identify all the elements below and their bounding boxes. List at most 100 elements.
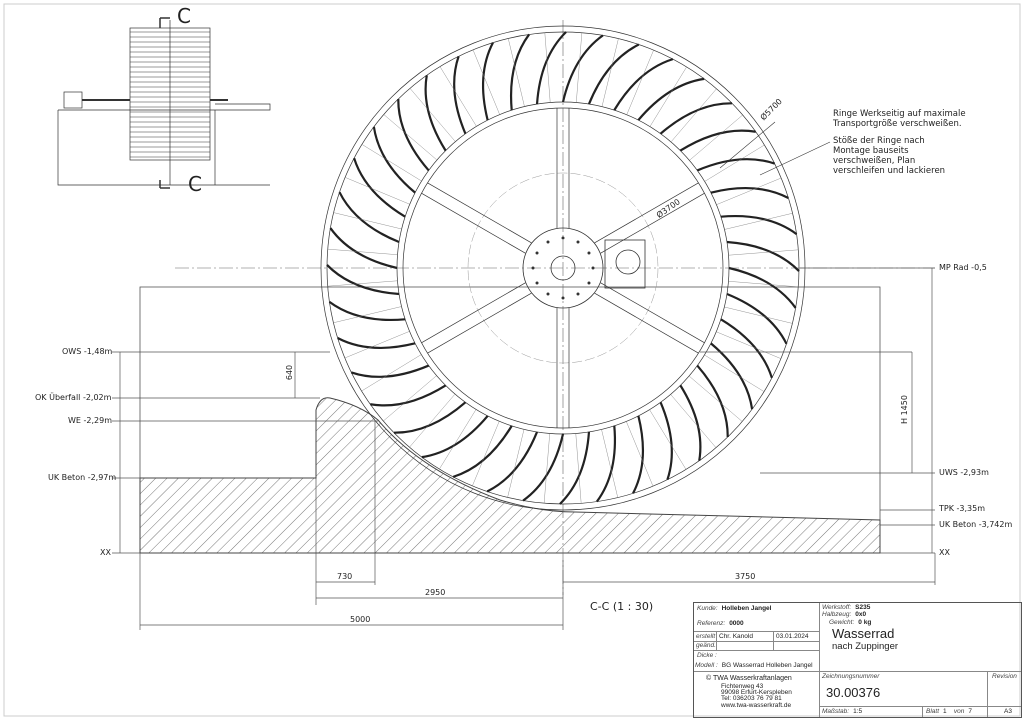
bucket-blade xyxy=(587,43,640,105)
spoke xyxy=(594,182,699,244)
drawing-number: 30.00376 xyxy=(826,685,881,700)
company-phone: Tel: 036203 76 79 81 xyxy=(721,695,782,702)
halbzeug-value: 0x0 xyxy=(855,611,867,618)
bucket-blade xyxy=(351,364,430,378)
blade-rib xyxy=(649,409,687,470)
blade-rib xyxy=(439,409,477,470)
blade-rib xyxy=(543,433,550,504)
dim-730: 730 xyxy=(337,572,353,581)
side-view xyxy=(57,17,271,189)
bucket-blade xyxy=(370,384,447,407)
bucket-blade xyxy=(696,158,775,172)
company-street: Fichtenweg 43 xyxy=(721,683,764,690)
blade-rib xyxy=(409,88,456,142)
bucket-blade xyxy=(397,98,430,172)
bucket-blade xyxy=(535,31,567,105)
blade-rib xyxy=(508,38,525,107)
halbzeug-label: Halbzeug: xyxy=(822,611,852,618)
blade-rib xyxy=(724,213,793,230)
level-lines-right xyxy=(700,267,935,554)
company-website: www.twa-wasserkraft.de xyxy=(721,702,792,709)
bucket-blade xyxy=(486,431,539,493)
bucket-blade xyxy=(710,186,789,199)
level-we: WE -2,29m xyxy=(68,416,112,425)
bucket-blade xyxy=(632,415,645,494)
revision-label: Revision xyxy=(992,673,1017,680)
blade-rib xyxy=(344,331,410,359)
blade-rib xyxy=(333,306,402,323)
bucket-blade xyxy=(637,77,705,121)
bucket-blade xyxy=(338,191,400,244)
bucket-blade xyxy=(726,292,788,345)
blade-rib xyxy=(327,280,398,287)
note-rings-welding: Ringe Werkseitig auf maximale Transportg… xyxy=(833,109,966,129)
bucket-blade xyxy=(679,129,756,152)
water-wheel xyxy=(320,25,806,511)
drawing-subtitle: nach Zuppinger xyxy=(832,641,899,652)
bolt-hole xyxy=(546,292,550,296)
level-xx-left: XX xyxy=(100,548,111,557)
spoke xyxy=(427,292,532,354)
bolt-hole xyxy=(576,240,580,244)
erstellt-date: 03.01.2024 xyxy=(776,633,809,640)
scale-label: Maßstab: xyxy=(822,708,850,715)
bucket-blade xyxy=(710,342,754,410)
blade-rib xyxy=(724,306,793,324)
blade-rib xyxy=(327,248,398,255)
blade-rib xyxy=(728,249,799,256)
drawing-title: Wasserrad xyxy=(832,626,895,641)
note-ring-joints: Stöße der Ringe nach Montage bauseits ve… xyxy=(833,136,946,176)
bucket-blade xyxy=(561,34,604,103)
blade-rib xyxy=(472,49,500,115)
bolt-hole xyxy=(591,266,595,270)
bucket-blade xyxy=(372,126,416,194)
bucket-blade xyxy=(421,415,489,459)
company-name: © TWA Wasserkraftanlagen xyxy=(706,675,792,682)
gewicht-label: Gewicht: xyxy=(829,619,855,626)
blade-rib xyxy=(626,50,654,115)
blade-rib xyxy=(601,429,618,498)
spoke xyxy=(600,192,705,254)
kunde-label: Kunde: xyxy=(697,605,718,612)
level-tpk: TPK -3,35m xyxy=(939,504,985,513)
bucket-blade xyxy=(424,75,447,152)
referenz-value: 0000 xyxy=(729,620,744,627)
dim-2950: 2950 xyxy=(425,588,446,597)
blade-rib xyxy=(626,421,654,487)
bucket-blade xyxy=(720,215,798,235)
werkstoff-label: Werkstoff: xyxy=(822,604,852,611)
gearbox xyxy=(604,239,646,289)
blade-rib xyxy=(575,433,582,504)
blade-rib xyxy=(439,66,477,127)
bucket-blade xyxy=(510,33,530,111)
bucket-blade xyxy=(726,240,800,272)
bolt-hole xyxy=(587,251,591,255)
blade-rib xyxy=(361,354,422,392)
werkstoff-value: S235 xyxy=(855,604,871,611)
kunde-value: Holleben Jangel xyxy=(721,605,772,612)
level-xx-right: XX xyxy=(939,548,950,557)
level-uk-beton-left: UK Beton -2,97m xyxy=(48,473,117,482)
company-city: 99098 Erfurt-Kerspleben xyxy=(721,689,792,696)
bolt-hole xyxy=(546,240,550,244)
blade-rib xyxy=(670,394,717,448)
spoke xyxy=(421,192,526,254)
title-block: Kunde:Holleben Jangel Referenz:0000 erst… xyxy=(693,602,1022,718)
drawing-number-label: Zeichnungsnummer xyxy=(822,673,880,680)
bucket-blade xyxy=(326,264,400,296)
spoke xyxy=(600,282,705,344)
blade-rib xyxy=(688,375,743,422)
level-uk-beton-right: UK Beton -3,742m xyxy=(939,520,1013,529)
blade-rib xyxy=(361,144,422,182)
blade-rib xyxy=(704,354,765,392)
blade-rib xyxy=(728,281,799,288)
blade-rib xyxy=(333,212,402,230)
blade-rib xyxy=(601,38,619,107)
bucket-blade xyxy=(353,157,406,218)
blade-rib xyxy=(649,66,687,127)
gearbox-flange xyxy=(615,249,641,275)
level-uws: UWS -2,93m xyxy=(939,468,989,477)
level-ok-ueberfall: OK Überfall -2,02m xyxy=(35,393,112,402)
dim-3750: 3750 xyxy=(735,572,756,581)
bucket-blade xyxy=(452,425,513,478)
